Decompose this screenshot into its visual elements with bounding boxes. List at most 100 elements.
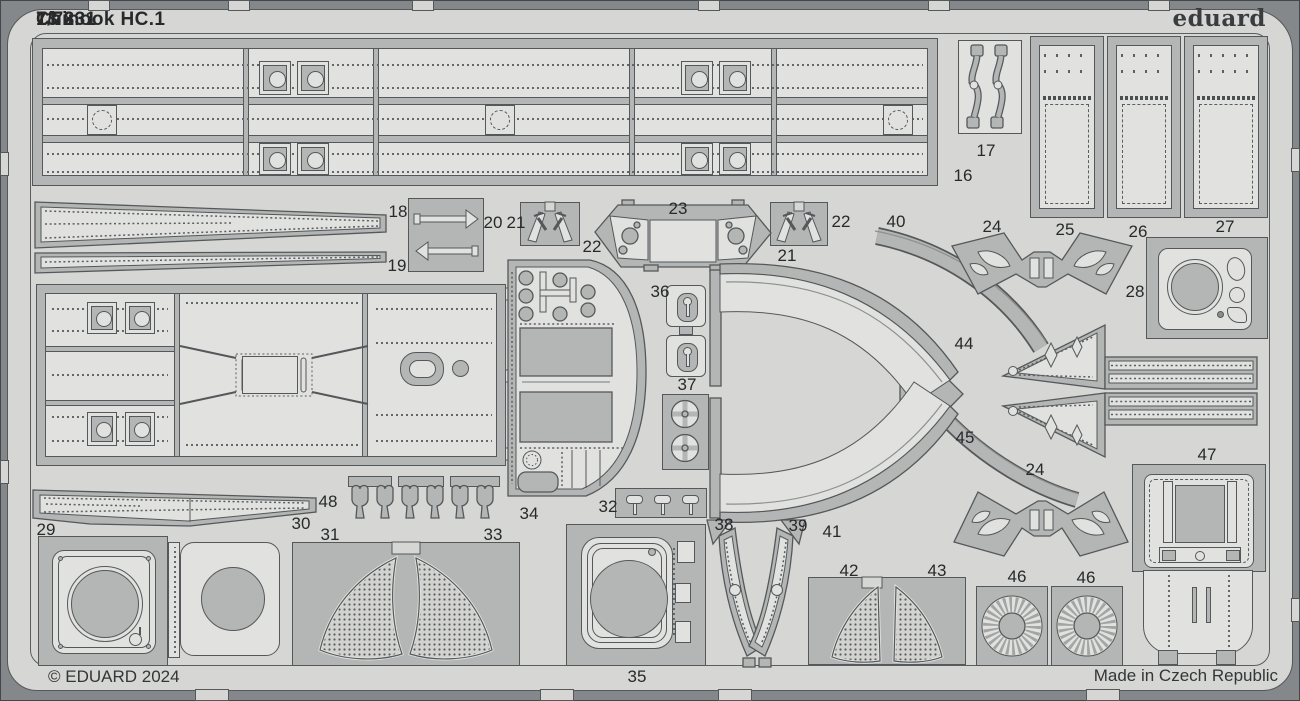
edge-tab	[698, 0, 720, 11]
(part-label-21: 21	[506, 213, 526, 232]
upper-ramp	[719, 273, 951, 405]
square-inner	[685, 65, 709, 91]
part-16-plate	[42, 48, 928, 176]
hinge-plate	[675, 621, 691, 643]
rivet-band	[1043, 96, 1091, 100]
stitch-column	[1168, 575, 1170, 647]
upper-plate	[1144, 474, 1254, 568]
divider	[43, 135, 927, 143]
part-21-22-left-details	[527, 201, 573, 243]
pe-part-25	[1030, 36, 1104, 218]
(part-label-28: 28	[1125, 282, 1145, 301]
part-45	[1000, 392, 1258, 459]
copyright-text: © EDUARD 2024	[48, 667, 180, 686]
(part-label-21: 21	[777, 246, 797, 265]
dashed-hole	[92, 110, 112, 130]
pe-part-26	[1107, 36, 1181, 218]
rivet-row	[186, 302, 358, 304]
rivet-row	[1044, 54, 1090, 57]
pad	[666, 335, 706, 377]
panel-plate	[1193, 45, 1259, 209]
part-37-wheels	[670, 399, 700, 463]
pe-part-27	[1184, 36, 1268, 218]
rivet-row	[47, 87, 923, 89]
access-hole-plate	[883, 105, 913, 135]
rivet-row	[47, 171, 923, 173]
hole	[729, 71, 746, 88]
bracket-outline	[951, 232, 1133, 295]
(part-label-29: 29	[36, 520, 56, 539]
rail	[450, 476, 500, 487]
lower-plate	[1143, 570, 1253, 654]
access-hole-plate	[87, 105, 117, 135]
(part-label-45: 45	[955, 428, 975, 447]
pe-part-44-45	[1000, 323, 1258, 459]
slot	[1192, 587, 1197, 623]
square-inner	[263, 65, 287, 91]
panel-plate	[1116, 45, 1172, 209]
hole	[269, 152, 286, 169]
(part-label-27: 27	[1215, 217, 1235, 236]
(part-label-24: 24	[1025, 460, 1045, 479]
rivet-row	[376, 308, 492, 310]
small-hole	[1217, 311, 1224, 318]
rivet-row	[376, 440, 492, 442]
(part-label-24: 24	[982, 217, 1002, 236]
(part-label-44: 44	[954, 334, 974, 353]
hinge-plate	[677, 541, 695, 563]
part-18-plate	[40, 206, 381, 243]
hole	[134, 422, 150, 438]
hinge-dots	[174, 547, 176, 653]
foot	[1216, 650, 1236, 665]
divider	[243, 49, 249, 175]
(part-label-23: 23	[668, 199, 688, 218]
pe-part-hatch-door	[180, 542, 280, 656]
(part-label-37: 37	[677, 375, 697, 394]
lower-ramp	[719, 381, 951, 513]
hole	[729, 152, 746, 169]
divider	[46, 400, 174, 406]
foot	[1158, 650, 1178, 665]
square-inner	[723, 65, 747, 91]
(part-label-46: 46	[1076, 568, 1096, 587]
porthole	[590, 560, 668, 638]
edge-tab	[412, 0, 434, 11]
bulkhead-plate	[1158, 248, 1252, 330]
(part-label-43: 43	[927, 561, 947, 580]
edge-tab	[88, 0, 110, 11]
inner-panel	[1045, 104, 1089, 204]
lower-bar	[1159, 547, 1241, 563]
stitch-column	[1228, 575, 1230, 647]
pedal-stem	[661, 504, 665, 515]
rivet-row	[47, 153, 923, 155]
divider	[771, 49, 777, 175]
tiedown-square	[87, 412, 117, 446]
square-inner	[685, 147, 709, 171]
(part-label-42: 42	[839, 561, 859, 580]
tiedown-square	[719, 61, 751, 95]
tiedown-square	[297, 143, 329, 175]
scale: 1/72	[36, 9, 75, 30]
product-name: Chinook HC.1	[36, 9, 166, 30]
part-17-links	[966, 44, 1008, 129]
rivet-row	[1121, 54, 1167, 57]
pe-part-hatch-frame	[38, 536, 168, 666]
slot	[1206, 587, 1211, 623]
floor-plate	[45, 293, 497, 457]
pe-part-41	[709, 262, 964, 524]
tiedown-square	[87, 302, 117, 334]
(part-label-26: 26	[1128, 222, 1148, 241]
hole	[691, 152, 708, 169]
door-top-details	[518, 270, 614, 325]
dashed-hole	[490, 110, 510, 130]
edge-tab	[0, 152, 9, 176]
pe-part-34	[499, 259, 647, 497]
(part-label-33: 33	[483, 525, 503, 544]
latch-stem	[139, 627, 141, 635]
rail	[398, 476, 444, 487]
rivet-row	[186, 444, 358, 446]
rivet-row	[1198, 70, 1254, 73]
edge-tab	[928, 0, 950, 11]
(part-label-41: 41	[822, 522, 842, 541]
rivet-row	[376, 342, 492, 344]
